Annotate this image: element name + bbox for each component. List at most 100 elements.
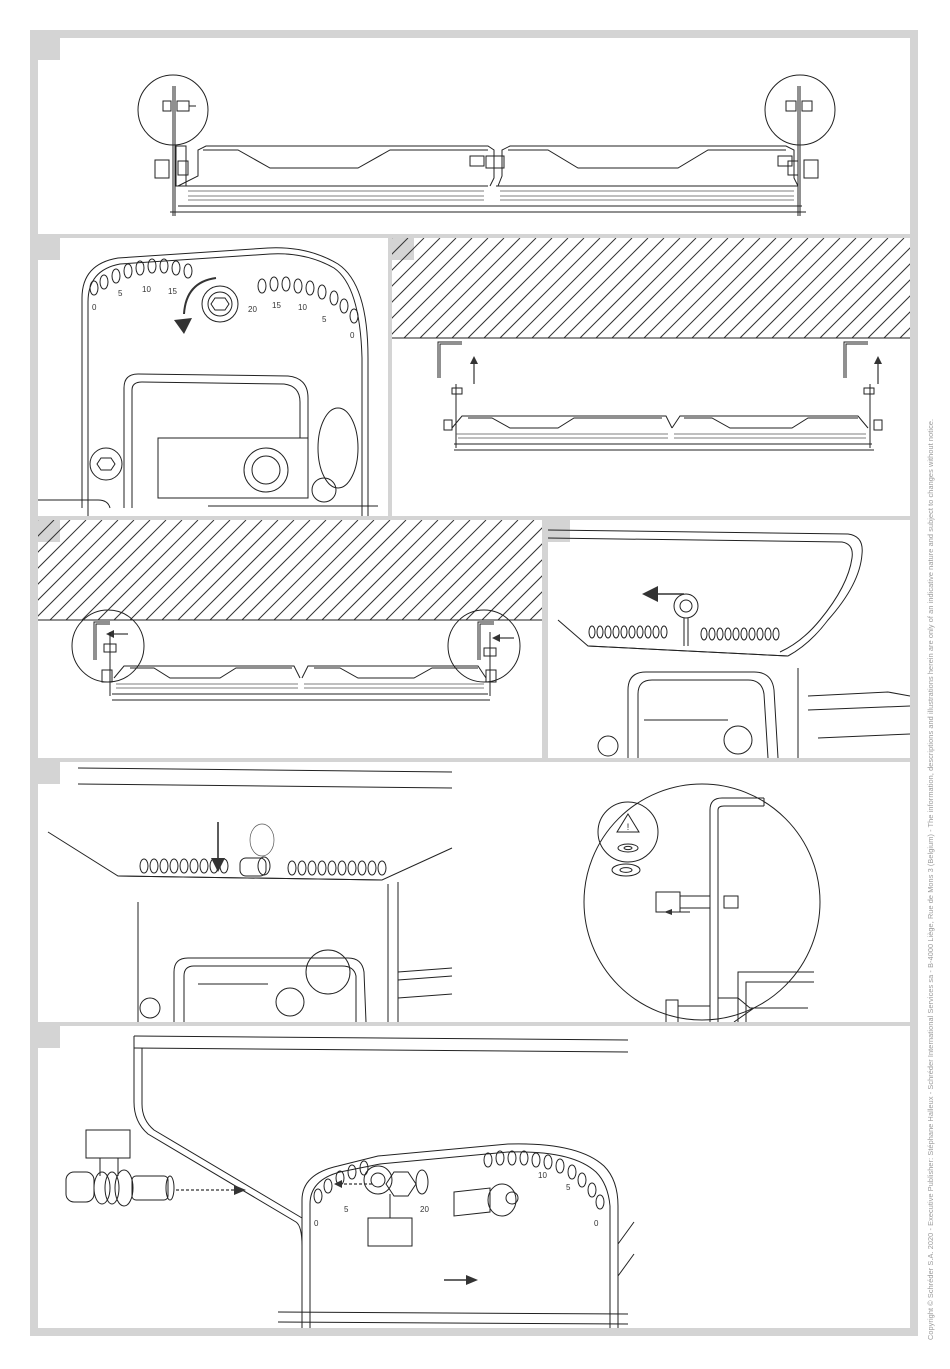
scale-number: 20 <box>420 1205 429 1214</box>
hatch-line <box>563 238 665 339</box>
scale-number: 0 <box>594 1219 599 1228</box>
ceiling-bracket-left <box>437 341 462 378</box>
slot <box>317 407 359 489</box>
hatch-line <box>433 520 535 621</box>
scale-number: 5 <box>566 1183 571 1192</box>
magnified-detail-circle <box>583 783 821 1021</box>
step-6-illustration: ! <box>47 767 821 1022</box>
hatch-line <box>595 238 697 339</box>
hatch-line <box>38 520 103 585</box>
step-2-panel: 0 5 10 15 20 15 10 5 0 <box>38 238 388 516</box>
hatch-line <box>49 520 151 621</box>
hatch-line <box>38 520 119 601</box>
hatch-line <box>497 575 542 621</box>
bolt-with-nut <box>363 1165 429 1247</box>
step-3-panel <box>392 238 910 516</box>
warning-triangle-icon: ! <box>597 801 659 863</box>
adjust-holes <box>588 625 780 641</box>
hatch-line <box>803 238 905 339</box>
detail-circle-left <box>71 609 145 683</box>
step-5-panel <box>548 520 910 758</box>
hatch-line <box>707 238 809 339</box>
hatch-line <box>851 279 910 339</box>
instruction-sheet: 0 5 10 15 20 15 10 5 0 <box>30 30 918 1336</box>
hatch-line <box>513 591 542 621</box>
hatch-line <box>787 238 889 339</box>
hatch-line <box>241 520 343 621</box>
copyright-note: Copyright © Schréder S.A. 2020 - Executi… <box>926 418 935 1340</box>
hatch-line <box>385 520 487 621</box>
scale-number: 10 <box>298 303 307 312</box>
hatch-line <box>515 238 617 339</box>
step-7-illustration: 0 5 20 10 5 0 <box>65 1035 635 1328</box>
luminaire-right <box>485 145 806 213</box>
hatch-line <box>419 238 521 339</box>
hatch-line <box>113 520 215 621</box>
adjust-holes <box>139 858 387 876</box>
hatch-line <box>643 238 745 339</box>
scale-number: 20 <box>248 305 257 314</box>
small-bolt <box>311 477 337 503</box>
step-2-tab <box>38 238 60 260</box>
pivot-bolt <box>723 725 753 755</box>
direction-arrow-icon <box>334 1180 478 1285</box>
hatch-line <box>739 238 841 339</box>
bracket-arm <box>277 1311 629 1315</box>
hex-bolt <box>201 285 239 323</box>
hatch-line <box>401 520 503 621</box>
hatch-line <box>611 238 713 339</box>
locking-pin <box>239 823 275 877</box>
hatch-line <box>353 520 455 621</box>
hatch-line <box>225 520 327 621</box>
luminaire-left <box>170 145 498 213</box>
hatch-line <box>337 520 439 621</box>
direction-arrow-icon <box>106 630 514 642</box>
hatch-line <box>392 238 473 319</box>
hatch-line <box>392 238 489 335</box>
step-7-tab <box>38 1026 60 1048</box>
scale-number: 15 <box>272 301 281 310</box>
hatch-line <box>161 520 263 621</box>
hatch-line <box>257 520 359 621</box>
hatch-line <box>467 238 569 339</box>
angle-bracket <box>709 797 764 1022</box>
plate-top-edge <box>133 1035 629 1041</box>
step-4-tab <box>38 520 60 542</box>
lower-bolt <box>597 735 619 757</box>
scale-number: 0 <box>92 303 97 312</box>
hatch-line <box>481 559 542 621</box>
step-1-tab <box>38 38 60 60</box>
step-5-tab <box>548 520 570 542</box>
step-7-panel: 0 5 20 10 5 0 <box>38 1026 910 1328</box>
plate-outline <box>548 529 863 657</box>
hatch-line <box>835 263 910 339</box>
pin-assembly <box>65 1129 246 1207</box>
hatch-line <box>691 238 793 339</box>
warning-symbol: ! <box>627 822 630 832</box>
hatch-line <box>65 520 167 621</box>
scale-number: 5 <box>118 289 123 298</box>
hatch-line <box>273 520 375 621</box>
hatch-line <box>209 520 311 621</box>
hatch-line <box>289 520 391 621</box>
step-6-panel: ! <box>38 762 910 1022</box>
adjust-plate <box>301 1143 619 1328</box>
hatch-line <box>193 520 295 621</box>
scale-number: 5 <box>344 1205 349 1214</box>
hatch-line <box>321 520 423 621</box>
hatch-line <box>38 520 135 617</box>
hatch-line <box>417 520 519 621</box>
hatch-line <box>392 238 457 303</box>
scale-number: 10 <box>142 285 151 294</box>
hatch-line <box>97 520 199 621</box>
plate-top-edge <box>77 767 453 773</box>
left-bracket <box>154 86 196 216</box>
step-2-illustration: 0 5 10 15 20 15 10 5 0 <box>38 247 378 516</box>
hex-bolt <box>453 1183 519 1217</box>
hatch-line <box>883 311 910 339</box>
step-5-illustration <box>548 529 910 758</box>
rotate-arrow-icon <box>174 277 217 334</box>
scale-number: 0 <box>314 1219 319 1228</box>
step-4-illustration <box>38 520 542 701</box>
hatch-line <box>627 238 729 339</box>
